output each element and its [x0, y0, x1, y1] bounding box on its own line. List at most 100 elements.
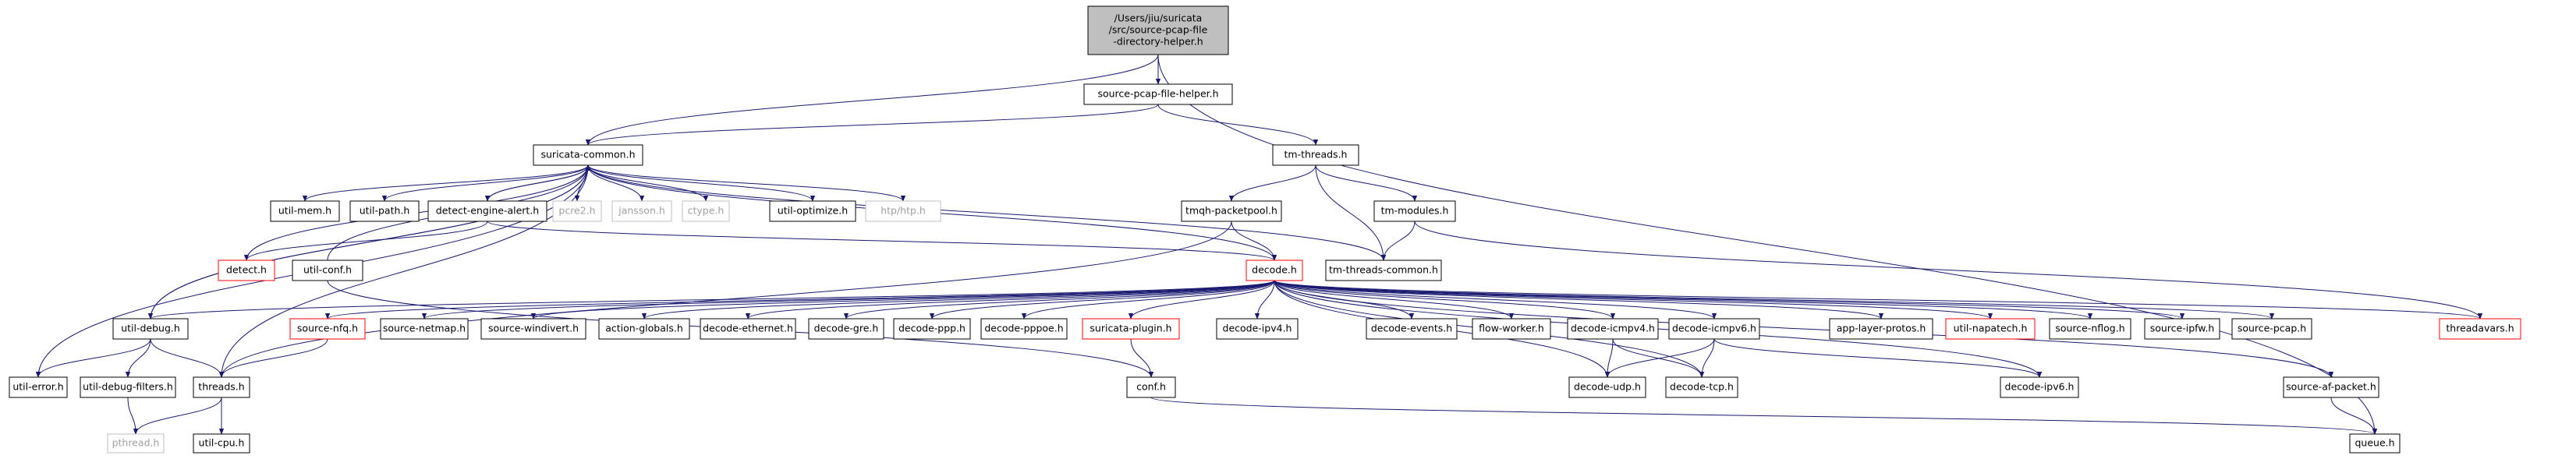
node-pcre: pcre2.h [552, 200, 602, 222]
node-snflog[interactable]: source-nflog.h [2049, 318, 2131, 340]
node-tmqh[interactable]: tmqh-packetpool.h [1181, 200, 1282, 222]
node-box-snetmap [380, 318, 469, 340]
edge-sc-to-ttc [587, 164, 1387, 261]
edge-udbg-to-udf [125, 338, 151, 378]
node-box-http [865, 200, 941, 222]
edge-udbg-to-threads [150, 338, 225, 378]
node-dipv4[interactable]: decode-ipv4.h [1216, 318, 1299, 340]
node-label-root: -directory-helper.h [1113, 36, 1203, 48]
node-label-dipv6: decode-ipv6.h [2005, 381, 2075, 393]
node-box-dgre [808, 318, 884, 340]
node-detect[interactable]: detect.h [218, 260, 275, 281]
node-snetmap[interactable]: source-netmap.h [380, 318, 469, 340]
node-label-ucpu: util-cpu.h [199, 437, 245, 449]
edge-dicmp6-to-dipv6 [1713, 338, 2043, 378]
edge-decode-to-dicmp4 [1274, 280, 1616, 320]
node-box-dudp [1568, 376, 1646, 398]
node-label-tvars: threadavars.h [2446, 323, 2514, 334]
node-ttc[interactable]: tm-threads-common.h [1325, 260, 1442, 281]
node-safp[interactable]: source-af-packet.h [2283, 376, 2379, 398]
node-box-conf [1126, 376, 1176, 398]
node-devents[interactable]: decode-events.h [1366, 318, 1458, 340]
node-snfq[interactable]: source-nfq.h [289, 318, 366, 340]
node-label-tmqh: tmqh-packetpool.h [1185, 205, 1277, 217]
edge-dea-to-decode [487, 221, 1277, 261]
node-tvars[interactable]: threadavars.h [2439, 318, 2521, 340]
edge-sc-to-upath [381, 164, 589, 202]
node-alp[interactable]: app-layer-protos.h [1829, 318, 1933, 340]
node-sipfw[interactable]: source-ipfw.h [2144, 318, 2220, 340]
node-box-tmm [1373, 200, 1456, 222]
node-queue[interactable]: queue.h [2349, 433, 2401, 454]
node-dgre[interactable]: decode-gre.h [808, 318, 884, 340]
node-label-queue: queue.h [2355, 437, 2394, 449]
node-upath[interactable]: util-path.h [349, 200, 420, 222]
node-label-pthread: pthread.h [112, 437, 160, 449]
node-label-uopt: util-optimize.h [778, 205, 848, 217]
node-box-detect [218, 260, 275, 281]
node-root[interactable]: /Users/jiu/suricata/src/source-pcap-file… [1087, 5, 1229, 55]
node-uerr[interactable]: util-error.h [9, 376, 68, 398]
node-box-dicmp4 [1567, 318, 1659, 340]
node-decode[interactable]: decode.h [1245, 260, 1303, 281]
node-label-dppp: decode-ppp.h [898, 323, 966, 334]
node-dicmp4[interactable]: decode-icmpv4.h [1567, 318, 1659, 340]
edge-decode-to-unapa [1274, 280, 1993, 320]
edge-tmqh-to-decode [1231, 221, 1277, 261]
node-label-root: /src/source-pcap-file [1109, 24, 1208, 36]
node-box-snfq [289, 318, 366, 340]
node-box-safp [2283, 376, 2379, 398]
node-dtcp[interactable]: decode-tcp.h [1665, 376, 1738, 398]
node-sc[interactable]: suricata-common.h [533, 144, 643, 166]
node-box-sc [533, 144, 643, 166]
node-uconf[interactable]: util-conf.h [292, 260, 363, 281]
node-label-snfq: source-nfq.h [297, 323, 358, 334]
node-swin[interactable]: source-windivert.h [480, 318, 586, 340]
node-ag[interactable]: action-globals.h [598, 318, 690, 340]
edge-dicmp6-to-dudp [1604, 338, 1715, 378]
node-dppp[interactable]: decode-ppp.h [893, 318, 971, 340]
node-spcap[interactable]: source-pcap.h [2231, 318, 2312, 340]
edge-dicmp4-to-dtcp [1612, 338, 1705, 378]
node-label-umem: util-mem.h [278, 205, 331, 217]
node-box-uopt [769, 200, 856, 222]
node-umem[interactable]: util-mem.h [270, 200, 340, 222]
node-box-dea [427, 200, 547, 222]
node-dea[interactable]: detect-engine-alert.h [427, 200, 547, 222]
edge-dea-to-sc [487, 164, 591, 202]
node-threads[interactable]: threads.h [193, 376, 250, 398]
node-splug[interactable]: suricata-plugin.h [1082, 318, 1180, 340]
node-label-ttc: tm-threads-common.h [1329, 264, 1438, 276]
edge-decode-to-splug [1128, 280, 1275, 320]
node-box-dicmp6 [1668, 318, 1760, 340]
node-dipv6[interactable]: decode-ipv6.h [2000, 376, 2079, 398]
node-spfh[interactable]: source-pcap-file-helper.h [1083, 83, 1233, 105]
edge-root-to-sc [585, 54, 1159, 146]
edge-decode-to-sipfw [1274, 280, 2184, 320]
node-label-ag: action-globals.h [605, 323, 683, 334]
edge-dea-to-detect [243, 221, 488, 261]
edge-tmt-to-ttc [1315, 164, 1387, 261]
node-tmt[interactable]: tm-threads.h [1272, 144, 1359, 166]
node-dpppoe[interactable]: decode-pppoe.h [980, 318, 1068, 340]
node-udf[interactable]: util-debug-filters.h [80, 376, 176, 398]
node-udbg[interactable]: util-debug.h [112, 318, 189, 340]
node-fw[interactable]: flow-worker.h [1472, 318, 1551, 340]
node-label-ctype: ctype.h [688, 205, 725, 217]
node-http: htp/htp.h [865, 200, 941, 222]
node-tmm[interactable]: tm-modules.h [1373, 200, 1456, 222]
node-box-deth [700, 318, 796, 340]
node-dicmp6[interactable]: decode-icmpv6.h [1668, 318, 1760, 340]
node-box-udbg [112, 318, 189, 340]
node-label-safp: source-af-packet.h [2286, 381, 2376, 393]
node-uopt[interactable]: util-optimize.h [769, 200, 856, 222]
node-label-dea: detect-engine-alert.h [436, 205, 539, 217]
node-conf[interactable]: conf.h [1126, 376, 1176, 398]
edge-dicmp6-to-dtcp [1699, 338, 1715, 378]
edge-decode-to-snfq [325, 280, 1275, 320]
node-ucpu[interactable]: util-cpu.h [193, 433, 250, 454]
node-box-spcap [2231, 318, 2312, 340]
node-unapa[interactable]: util-napatech.h [1945, 318, 2036, 340]
node-dudp[interactable]: decode-udp.h [1568, 376, 1646, 398]
node-deth[interactable]: decode-ethernet.h [700, 318, 796, 340]
